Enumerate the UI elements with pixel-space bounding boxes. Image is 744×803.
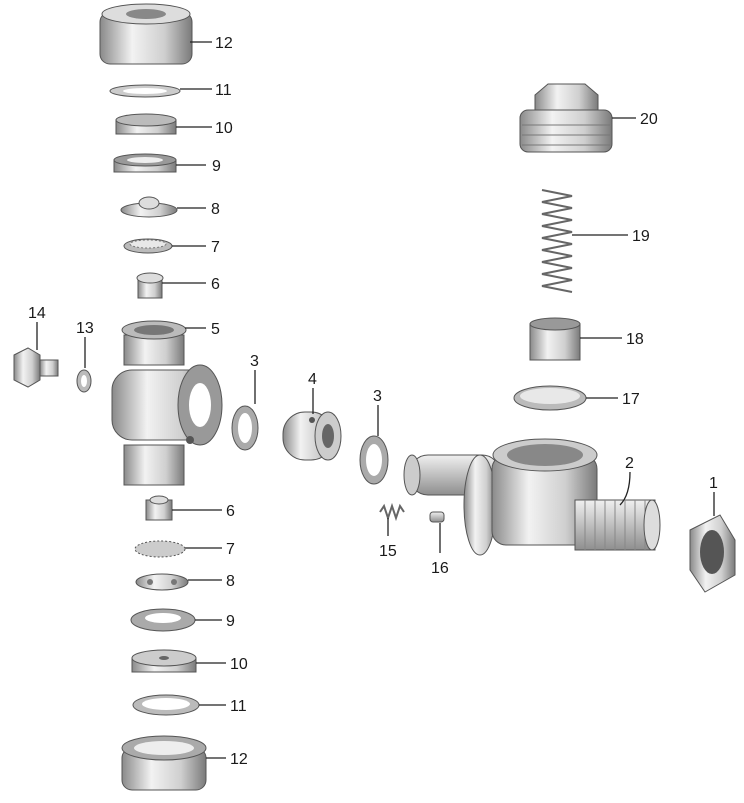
callout-3-left: 3: [250, 353, 259, 370]
part-10-disc-lower: [131, 649, 197, 673]
part-7-strainer-lower: [134, 540, 186, 558]
callout-8-bottom: 8: [226, 573, 235, 590]
callout-20: 20: [640, 111, 658, 128]
part-14-plug: [13, 347, 59, 388]
part-18-sleeve: [529, 317, 581, 361]
part-4-connector: [282, 411, 342, 461]
callout-6-bottom: 6: [226, 503, 235, 520]
callout-10-top: 10: [215, 120, 233, 137]
part-6-seat: [136, 272, 164, 299]
part-9-ring: [113, 153, 177, 173]
callout-10-bottom: 10: [230, 656, 248, 673]
part-13-washer: [76, 369, 92, 393]
callout-11-bottom: 11: [230, 698, 247, 715]
part-16-pin: [429, 511, 445, 523]
callout-3-right: 3: [373, 388, 382, 405]
callout-17: 17: [622, 391, 640, 408]
callout-18: 18: [626, 331, 644, 348]
leader-lines: [36, 41, 715, 759]
callout-7-top: 7: [211, 239, 220, 256]
part-20-cap: [519, 83, 613, 153]
callout-15: 15: [379, 543, 397, 560]
callout-6-top: 6: [211, 276, 220, 293]
part-2-tee-body: [403, 438, 661, 556]
callout-5: 5: [211, 321, 220, 338]
callout-14: 14: [28, 305, 46, 322]
part-11-washer-lower: [132, 694, 200, 716]
callout-11-top: 11: [215, 82, 232, 99]
part-15-spring: [379, 502, 405, 522]
callout-12-top: 12: [215, 35, 233, 52]
callout-9-top: 9: [212, 158, 221, 175]
callout-1: 1: [709, 475, 718, 492]
part-5-valve-body: [111, 320, 223, 486]
callout-19: 19: [632, 228, 650, 245]
callout-13: 13: [76, 320, 94, 337]
part-8-valve-plate-lower: [135, 573, 189, 591]
part-9-ring-lower: [130, 608, 196, 632]
part-7-strainer: [123, 238, 173, 254]
callout-4: 4: [308, 371, 317, 388]
callout-7-bottom: 7: [226, 541, 235, 558]
part-3-oring-right: [359, 435, 389, 485]
part-3-oring-left: [231, 405, 259, 451]
callout-16: 16: [431, 560, 449, 577]
part-11-washer: [109, 84, 181, 98]
callout-2: 2: [625, 455, 634, 472]
part-12-top-nut: [99, 3, 193, 65]
part-6-seat-lower: [145, 495, 173, 521]
part-12-bottom-nut: [121, 735, 207, 791]
part-19-spring: [541, 189, 573, 293]
part-10-disc: [115, 113, 177, 135]
part-1-hex-nut: [689, 514, 736, 593]
callout-9-bottom: 9: [226, 613, 235, 630]
callout-8-top: 8: [211, 201, 220, 218]
part-8-valve-plate: [120, 196, 178, 218]
callout-12-bottom: 12: [230, 751, 248, 768]
part-17-gasket: [513, 385, 587, 411]
